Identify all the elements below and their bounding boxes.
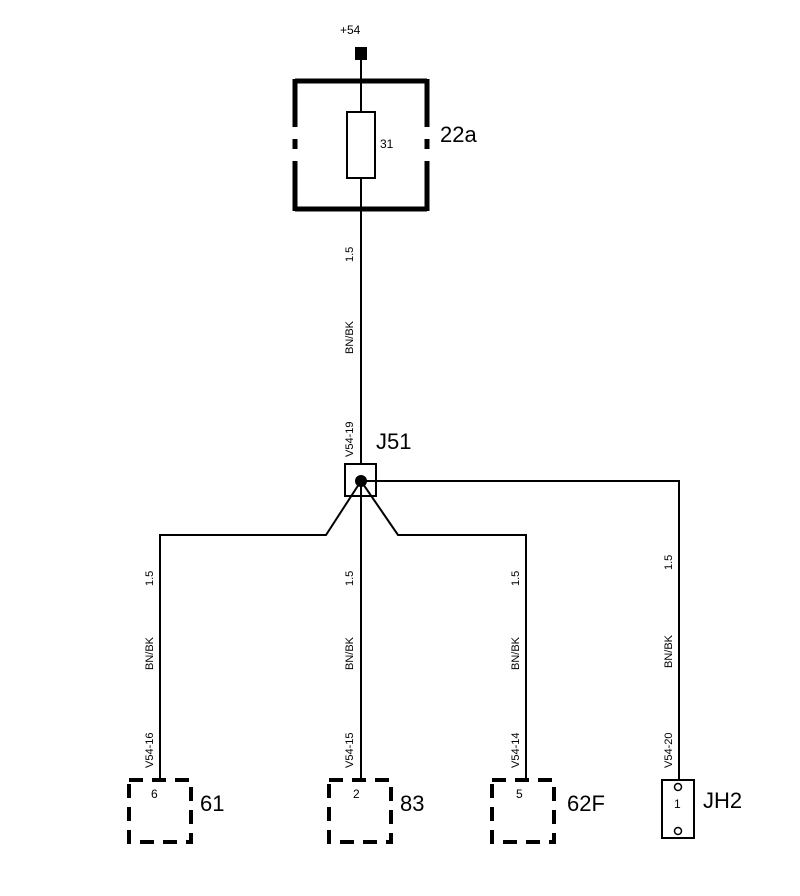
connector-pin-hole [673,826,683,836]
branch-wire-jh2 [361,480,680,780]
branch-wire-62f [360,480,527,780]
component-box-61 [127,778,193,844]
branch-color: BN/BK [510,636,522,670]
component-box-83 [327,778,393,844]
branch-gauge: 1.5 [663,555,675,570]
component-id: 62F [567,791,605,816]
component-pin: 5 [516,787,523,801]
component-pin: 6 [151,787,158,801]
branch-color: BN/BK [344,636,356,670]
power-label: +54 [340,23,361,37]
feed-connector-pin: V54-19 [344,422,356,457]
fuse-symbol [346,111,376,179]
branch-color: BN/BK [144,636,156,670]
branch-color: BN/BK [663,634,675,668]
feed-gauge: 1.5 [344,247,356,262]
connector-pin-hole [673,782,683,792]
branch-connector-pin: V54-15 [344,733,356,768]
branch-gauge: 1.5 [144,571,156,586]
component-id: JH2 [703,788,742,813]
fuse-number: 31 [380,137,394,151]
fuse-box-id: 22a [440,122,477,147]
component-pin: 1 [674,797,681,811]
component-pin: 2 [353,787,360,801]
power-terminal [355,47,367,60]
component-id: 83 [400,791,424,816]
branch-connector-pin: V54-16 [144,733,156,768]
fuse-box [292,78,430,212]
component-id: 61 [200,791,224,816]
branch-gauge: 1.5 [344,571,356,586]
branch-wire-61 [159,480,362,780]
branch-connector-pin: V54-20 [663,733,675,768]
branch-connector-pin: V54-14 [510,733,522,768]
branch-gauge: 1.5 [510,571,522,586]
feed-color: BN/BK [344,320,356,354]
junction-id: J51 [376,429,411,454]
component-box-62f [490,778,556,844]
